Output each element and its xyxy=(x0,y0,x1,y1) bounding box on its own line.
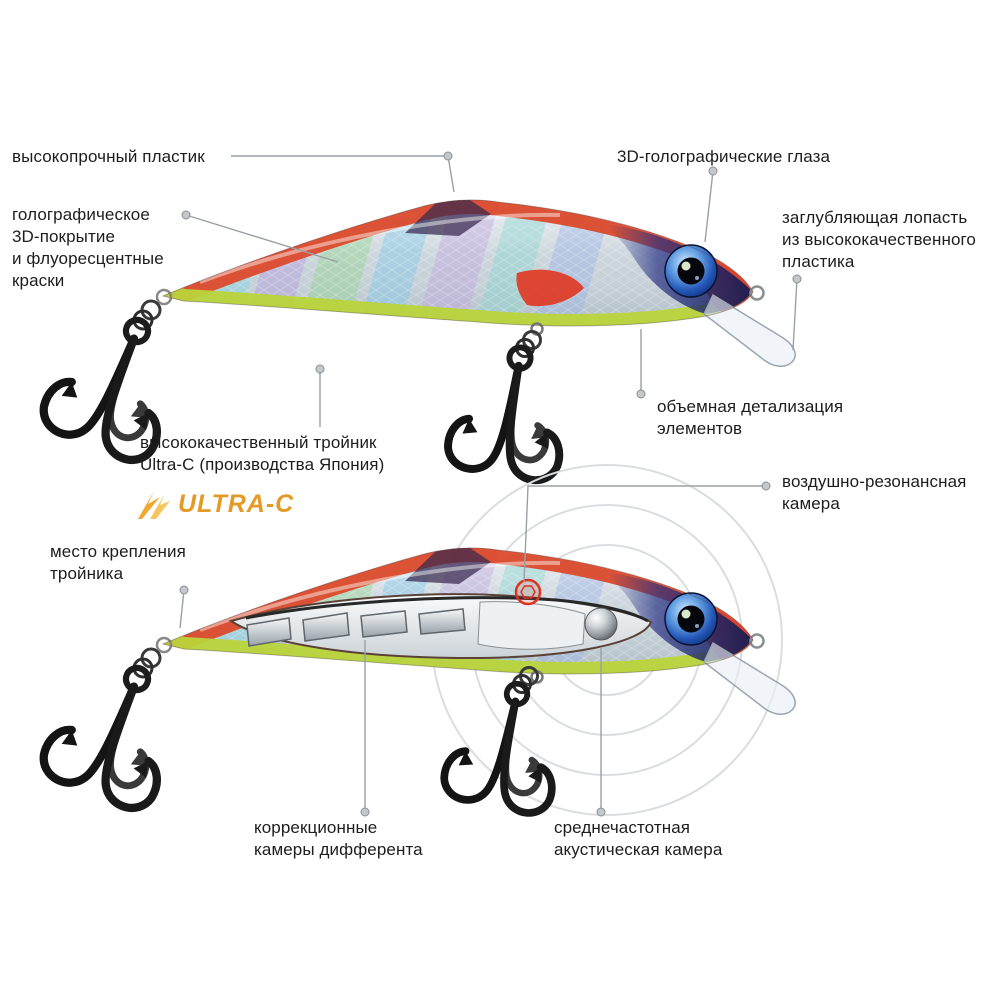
ultra-c-logo-text: ULTRA-C xyxy=(178,490,295,518)
leader-dot xyxy=(179,585,189,595)
label-air-chamber: воздушно-резонансная камера xyxy=(782,472,967,513)
leader-holo-coating xyxy=(185,214,339,263)
leader-dot xyxy=(443,151,453,161)
leader-hook-mount xyxy=(179,589,185,629)
label-durable-plastic: высокопрочный пластик xyxy=(12,147,205,166)
tail-treble-hook-bottom xyxy=(37,647,196,815)
leader-dot xyxy=(360,807,370,817)
trim-correction-chambers xyxy=(246,608,466,647)
leader-dot xyxy=(596,807,606,817)
leader-air-chamber xyxy=(523,485,766,583)
lure-top xyxy=(157,167,795,366)
acoustic-steel-ball xyxy=(584,607,618,641)
lightning-swoosh-icon xyxy=(138,490,170,519)
cutaway-interior xyxy=(228,578,653,660)
internal-frame-wire xyxy=(245,596,649,623)
label-holo-coating: голографическое 3D-покрытие и флуоресцен… xyxy=(12,205,164,290)
label-diving-lip: заглубляющая лопасть из высококачественн… xyxy=(782,208,976,271)
belly-treble-hook-bottom xyxy=(440,666,572,818)
leader-dot xyxy=(708,166,718,176)
label-treble-hook: высококачественный тройник Ultra-C (прои… xyxy=(140,433,385,474)
leader-dot xyxy=(761,481,771,491)
rear-chamber xyxy=(477,601,586,650)
label-holo-eyes: 3D-голографические глаза xyxy=(617,147,831,166)
label-acoustic-chamber: среднечастотная акустическая камера xyxy=(554,818,723,859)
label-hook-mount: место крепления тройника xyxy=(50,542,186,583)
tail-treble-hook-top xyxy=(37,299,196,467)
ultra-c-logo: ULTRA-C xyxy=(138,490,294,519)
leader-dot xyxy=(792,274,802,284)
leader-durable-plastic xyxy=(231,155,455,193)
label-trim-chambers: коррекционные камеры дифферента xyxy=(254,818,423,859)
leader-dot xyxy=(315,364,325,374)
leader-dot xyxy=(636,389,646,399)
belly-treble-hook-top xyxy=(444,330,577,484)
label-detailing: объемная детализация элементов xyxy=(657,397,844,438)
air-resonance-port xyxy=(514,578,542,606)
leader-lines xyxy=(179,155,798,812)
leader-dots xyxy=(179,151,802,817)
leader-holo-eyes xyxy=(704,170,714,243)
leader-diving-lip xyxy=(792,278,798,351)
leader-dot xyxy=(181,210,191,220)
